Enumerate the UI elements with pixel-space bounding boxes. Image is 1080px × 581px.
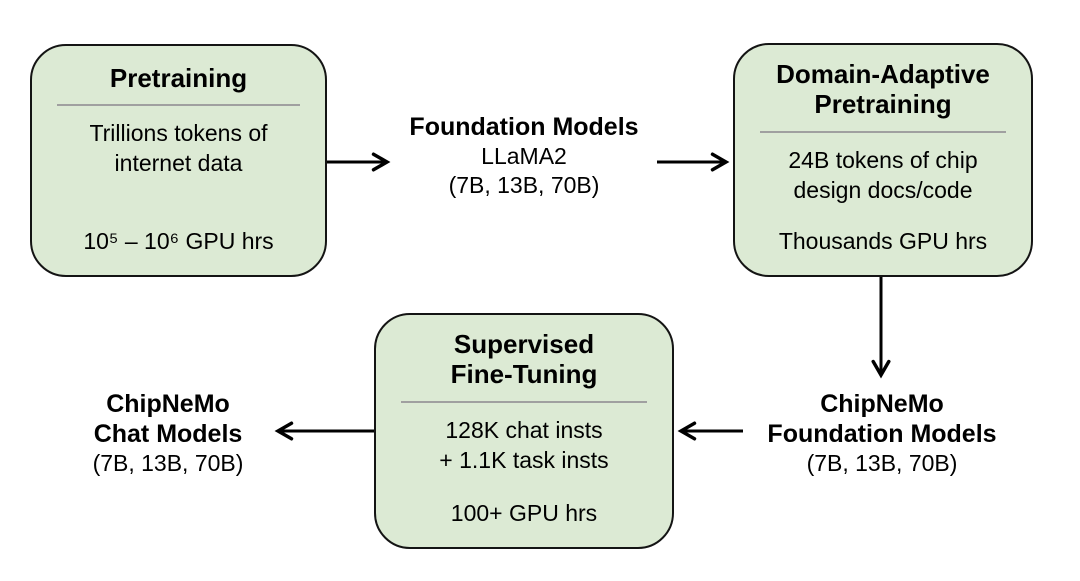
supervised-fine-tuning-box-divider bbox=[400, 400, 648, 403]
domain-adaptive-pretraining-box-title: Domain-Adaptive Pretraining bbox=[776, 59, 990, 120]
domain-adaptive-pretraining-box: Domain-Adaptive Pretraining 24B tokens o… bbox=[733, 43, 1033, 277]
domain-adaptive-pretraining-box-detail: 24B tokens of chip design docs/code bbox=[788, 146, 978, 203]
chipnemo-chat-models-label-name-line2: Chat Models bbox=[93, 420, 243, 448]
pretraining-box: Pretraining Trillions tokens of internet… bbox=[30, 44, 327, 277]
foundation-models-label-model: LLaMA2 bbox=[481, 143, 567, 169]
foundation-models-label-name: Foundation Models bbox=[409, 113, 639, 141]
supervised-fine-tuning-box: Supervised Fine-Tuning 128K chat insts +… bbox=[374, 313, 674, 549]
chipnemo-foundation-models-label: ChipNeMo Foundation Models (7B, 13B, 70B… bbox=[747, 389, 1017, 478]
domain-adaptive-pretraining-box-divider bbox=[759, 130, 1007, 133]
pretraining-box-detail: Trillions tokens of internet data bbox=[89, 120, 268, 177]
pretraining-box-divider bbox=[56, 104, 301, 107]
supervised-fine-tuning-box-compute: 100+ GPU hrs bbox=[450, 500, 598, 526]
foundation-models-label-sizes: (7B, 13B, 70B) bbox=[448, 171, 600, 198]
chipnemo-foundation-models-label-sizes: (7B, 13B, 70B) bbox=[806, 450, 958, 476]
domain-adaptive-pretraining-box-compute: Thousands GPU hrs bbox=[778, 228, 988, 254]
chipnemo-foundation-models-label-name-line2: Foundation Models bbox=[767, 420, 997, 448]
chipnemo-foundation-models-label-name-line1: ChipNeMo bbox=[820, 390, 944, 418]
chipnemo-chat-models-label-name-line1: ChipNeMo bbox=[106, 390, 230, 418]
chipnemo-chat-models-label: ChipNeMo Chat Models (7B, 13B, 70B) bbox=[33, 389, 303, 478]
chipnemo-chat-models-label-sizes: (7B, 13B, 70B) bbox=[92, 450, 244, 476]
pretraining-box-title: Pretraining bbox=[109, 63, 248, 93]
supervised-fine-tuning-box-title: Supervised Fine-Tuning bbox=[450, 329, 598, 390]
pretraining-box-compute: 10⁵ – 10⁶ GPU hrs bbox=[83, 228, 274, 254]
foundation-models-label: Foundation Models LLaMA2 (7B, 13B, 70B) bbox=[389, 112, 659, 200]
supervised-fine-tuning-box-detail: 128K chat insts + 1.1K task insts bbox=[439, 416, 609, 473]
